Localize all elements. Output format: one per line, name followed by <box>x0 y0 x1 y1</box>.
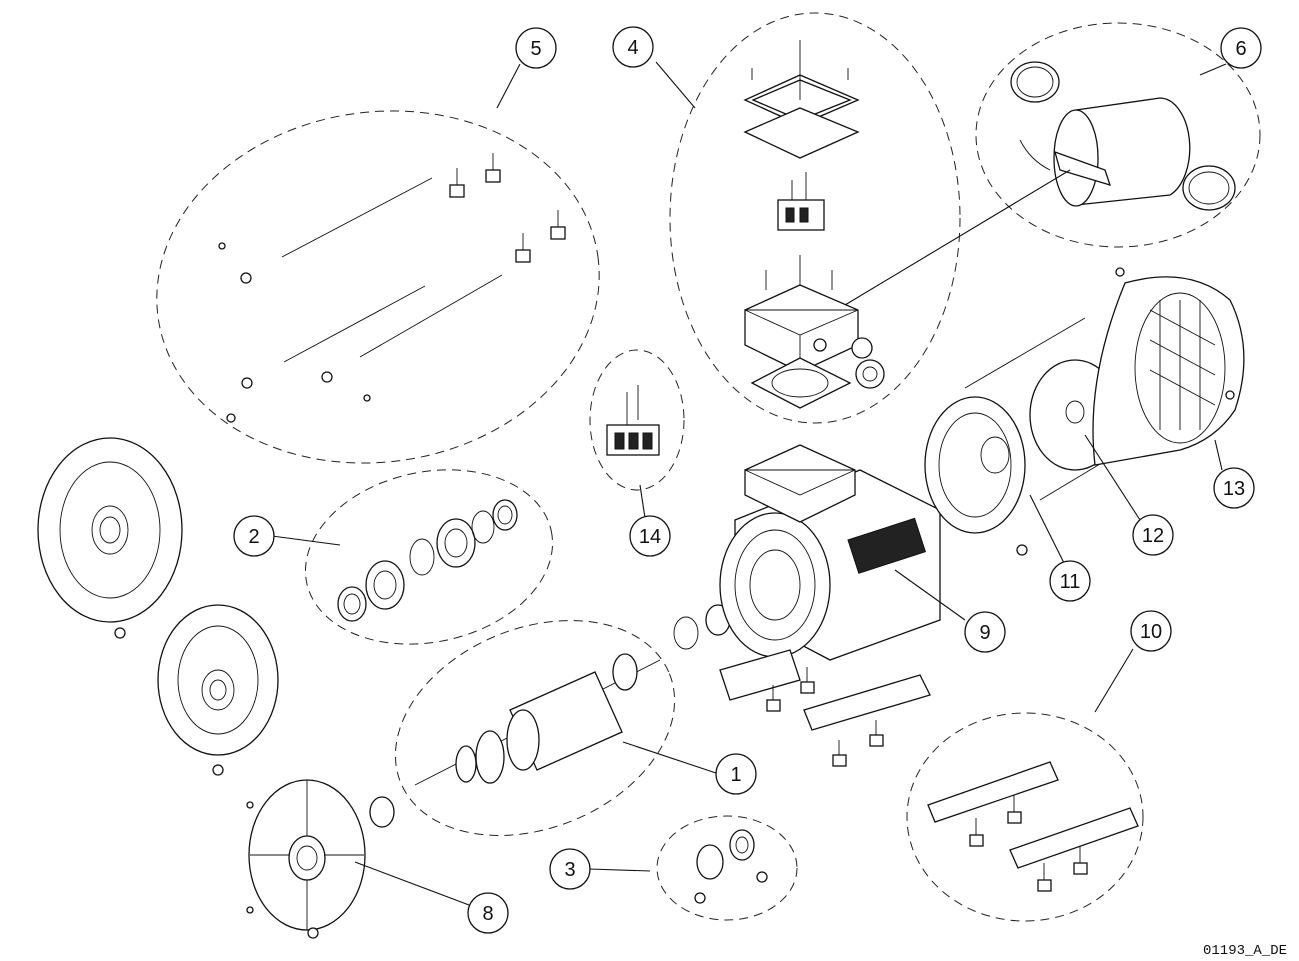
drawing-code: 01193_A_DE <box>1203 943 1287 959</box>
group-3-outline <box>656 815 798 921</box>
hex-bolt <box>1073 846 1088 875</box>
callout-label: 8 <box>482 903 493 925</box>
callout-14: 14 <box>629 515 671 557</box>
tie-rods-and-bolts <box>218 153 566 423</box>
callout-11: 11 <box>1049 560 1091 602</box>
callout-label: 14 <box>639 526 661 548</box>
hex-bolt <box>1037 863 1052 892</box>
small-screw <box>218 242 226 250</box>
callout-label: 2 <box>248 526 259 548</box>
hex-bolt <box>800 667 815 694</box>
hex-bolt <box>832 740 847 767</box>
group-4-outline <box>669 12 961 424</box>
fan-cover <box>1092 267 1245 466</box>
group-14-outline <box>589 349 685 491</box>
mounting-feet <box>766 667 1139 892</box>
group-5-outline <box>975 22 1261 248</box>
flange-end-shield <box>246 779 395 939</box>
leader-lines <box>271 61 1227 906</box>
hex-bolt <box>515 233 531 263</box>
callout-label: 5 <box>530 38 541 60</box>
callout-label: 1 <box>730 764 741 786</box>
group-2-outline <box>304 469 554 645</box>
small-screw <box>226 413 236 423</box>
hex-nut <box>241 377 253 389</box>
callout-label: 3 <box>564 859 575 881</box>
terminal-box <box>743 40 885 409</box>
flange-plate <box>37 437 183 639</box>
callout-9: 9 <box>964 611 1006 653</box>
hex-bolt <box>766 685 781 712</box>
callout-label: 4 <box>627 37 638 59</box>
capacitor <box>1010 61 1236 211</box>
hex-bolt <box>449 168 465 198</box>
hex-nut <box>240 272 252 284</box>
callout-13: 13 <box>1213 467 1255 509</box>
motor-housing <box>719 444 941 701</box>
callout-3: 3 <box>549 848 591 890</box>
callout-label: 10 <box>1140 621 1162 643</box>
small-screw <box>363 394 371 402</box>
callout-label: 12 <box>1142 525 1164 547</box>
callout-label: 13 <box>1223 478 1245 500</box>
callout-5: 6 <box>1220 27 1262 69</box>
callout-label: 11 <box>1060 571 1081 593</box>
end-shield-front <box>157 604 279 776</box>
end-shield <box>924 396 1028 556</box>
callout-8: 8 <box>467 892 509 934</box>
group-1-outline <box>394 620 676 836</box>
seal-set <box>694 829 768 904</box>
callout-4: 4 <box>612 26 654 68</box>
callout-label: 6 <box>1235 38 1246 60</box>
terminal-block <box>606 385 660 456</box>
group-6-outline <box>156 110 600 464</box>
hex-bolt <box>485 153 501 183</box>
callout-12: 12 <box>1132 514 1174 556</box>
callout-10: 10 <box>1130 610 1172 652</box>
callout-label: 9 <box>979 622 990 644</box>
hex-bolt <box>550 210 566 240</box>
hex-bolt <box>969 818 984 847</box>
group-10-outline <box>906 712 1144 922</box>
callout-2: 2 <box>233 515 275 557</box>
callout-1: 1 <box>715 753 757 795</box>
hex-bolt <box>1007 795 1022 824</box>
hex-bolt <box>869 720 884 747</box>
rotor <box>414 604 731 786</box>
callout-6: 5 <box>515 27 557 69</box>
bearing-set <box>337 499 518 622</box>
hex-nut <box>321 371 333 383</box>
